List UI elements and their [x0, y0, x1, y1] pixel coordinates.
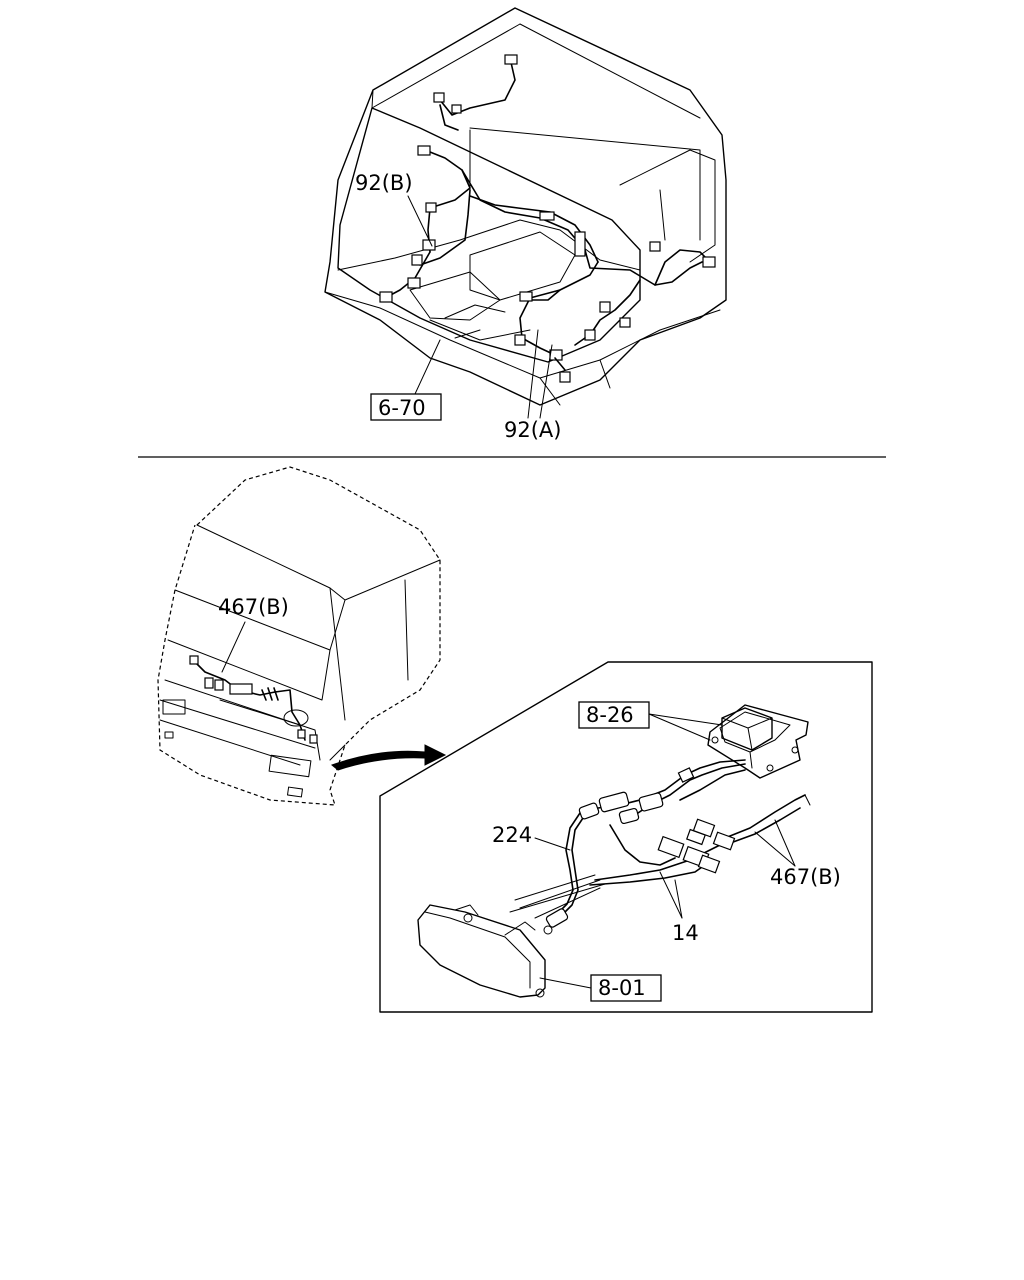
- label-6-70: 6-70: [378, 396, 426, 420]
- top-callouts: 92(B) 6-70 92(A): [355, 171, 561, 442]
- ref-box-6-70: [370, 393, 442, 421]
- label-8-26: 8-26: [586, 703, 634, 727]
- label-92a: 92(A): [504, 418, 561, 442]
- fog-lamp: [417, 904, 553, 998]
- detail-callouts: 8-26 224 467(B) 14 8-01: [492, 701, 841, 1002]
- cab-exterior-illustration: [157, 466, 441, 806]
- detail-wiring: [509, 759, 811, 928]
- ref-box-8-01: [590, 974, 662, 1002]
- cab-interior-illustration: [324, 7, 727, 406]
- exterior-wire-harness: [189, 655, 318, 744]
- label-467b-detail: 467(B): [770, 865, 841, 889]
- interior-wire-harness: [379, 54, 716, 383]
- label-92b: 92(B): [355, 171, 413, 195]
- label-8-01: 8-01: [598, 976, 646, 1000]
- relay-module: [707, 704, 809, 779]
- label-224: 224: [492, 823, 532, 847]
- cab-callout: 467(B): [218, 595, 289, 673]
- detail-panel: [379, 661, 873, 1013]
- label-467b-cab: 467(B): [218, 595, 289, 619]
- label-14: 14: [672, 921, 699, 945]
- detail-arrow: [331, 744, 447, 771]
- ref-box-8-26: [578, 701, 650, 729]
